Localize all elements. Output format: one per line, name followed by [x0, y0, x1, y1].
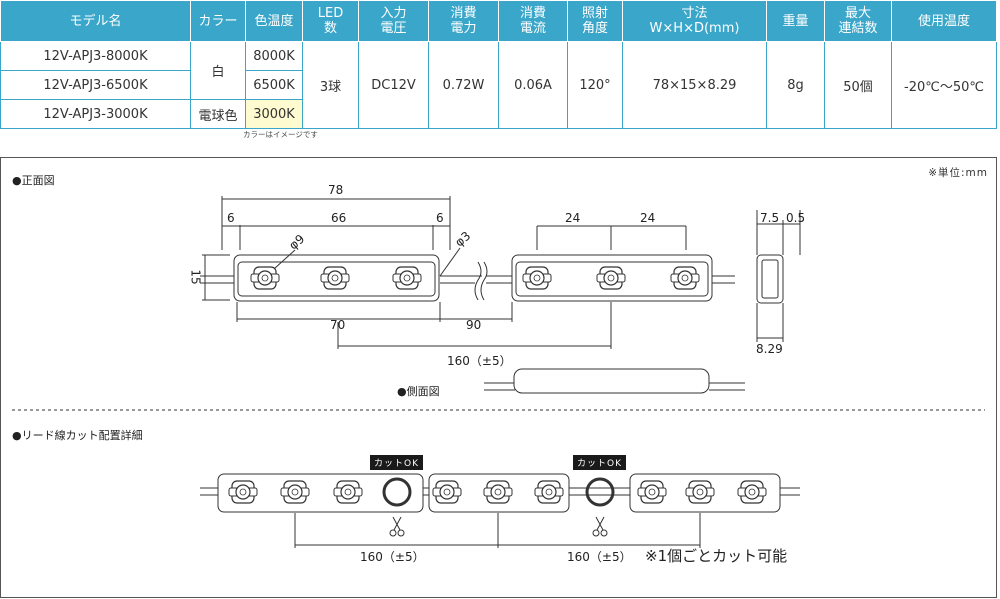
led-chip	[483, 480, 513, 504]
header-cell: 入力電圧	[358, 0, 429, 42]
led-chip	[522, 266, 552, 290]
led-chip	[250, 266, 280, 290]
power-cell: 0.72W	[428, 41, 499, 129]
led-chip	[392, 266, 422, 290]
front-view-title: ●正面図	[12, 174, 55, 187]
led-chip	[432, 480, 462, 504]
led-chip	[534, 480, 564, 504]
side-view-title: ●側面図	[397, 385, 440, 398]
temp-range-cell: -20℃～50℃	[891, 41, 997, 129]
led-chip	[333, 480, 363, 504]
cut-note: ※1個ごとカット可能	[645, 547, 788, 565]
model-cell: 12V-APJ3-3000K	[0, 99, 191, 129]
header-cell: 消費電力	[428, 0, 499, 42]
color-cell: 白	[190, 41, 246, 100]
led-chip	[670, 266, 700, 290]
temp-cell: 6500K	[245, 70, 303, 100]
dim-right: 6	[436, 211, 444, 225]
dim-total: 78	[328, 183, 344, 197]
table-row: 12V-APJ3-8000K 白 8000K 3球 DC12V 0.72W 0.…	[0, 41, 997, 129]
dim-side-depth: 8.29	[756, 342, 783, 356]
drawing-panel	[0, 157, 997, 598]
dim-160: 160（±5）	[447, 354, 512, 368]
color-cell: 電球色	[190, 99, 246, 129]
cut-dim-2: 160（±5）	[567, 550, 632, 564]
led-chip	[737, 480, 767, 504]
voltage-cell: DC12V	[358, 41, 429, 129]
led-chip	[596, 266, 626, 290]
dim-70: 70	[330, 318, 346, 332]
led-count-cell: 3球	[302, 41, 359, 129]
led-chip	[320, 266, 350, 290]
header-cell: 消費電流	[498, 0, 568, 42]
dim-left: 6	[227, 211, 235, 225]
color-note: カラーはイメージです	[243, 130, 318, 139]
header-cell: モデル名	[0, 0, 191, 42]
cut-ok-badge: カットOK	[573, 455, 626, 470]
header-cell: 最大連結数	[824, 0, 892, 42]
lead-cut-title: ●リード線カット配置詳細	[12, 429, 143, 442]
dim-pitch1: 24	[565, 211, 581, 225]
led-chip	[637, 480, 667, 504]
temp-cell-highlight: 3000K	[245, 99, 303, 129]
cut-dim-1: 160（±5）	[360, 550, 425, 564]
unit-note: ※単位:mm	[928, 167, 988, 179]
size-cell: 78×15×8.29	[622, 41, 767, 129]
current-cell: 0.06A	[498, 41, 568, 129]
led-chip	[228, 480, 258, 504]
dim-pitch2: 24	[640, 211, 656, 225]
cut-ok-badge: カットOK	[370, 455, 423, 470]
header-cell: 照射角度	[567, 0, 623, 42]
dim-height: 15	[188, 269, 203, 285]
header-cell: 使用温度	[891, 0, 997, 42]
dim-mid: 66	[331, 211, 347, 225]
led-chip	[280, 480, 310, 504]
led-chip	[685, 480, 715, 504]
table-row: 12V-APJ3-3000K 電球色 3000K	[0, 99, 997, 129]
dim-90: 90	[466, 318, 482, 332]
dim-side-a: 7.5	[760, 211, 780, 225]
dim-side-b: 0.5	[786, 211, 806, 225]
table-row: 12V-APJ3-6500K 6500K	[0, 70, 997, 100]
model-cell: 12V-APJ3-8000K	[0, 41, 191, 71]
